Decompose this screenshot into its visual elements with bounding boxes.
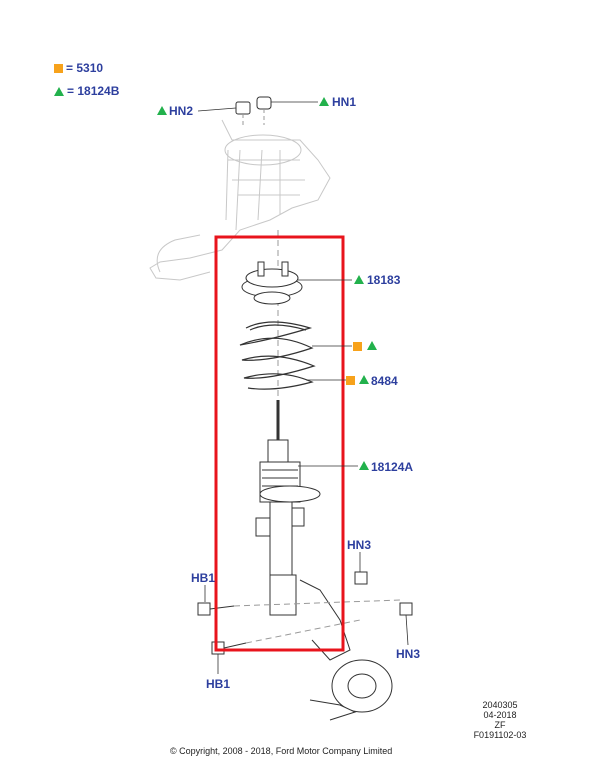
diagram-meta: 2040305 04-2018 ZF F0191102-03 (473, 700, 527, 740)
triangle-icon (54, 87, 64, 97)
callout-hn3-bottom: HN3 (396, 647, 421, 661)
square-icon (54, 64, 63, 74)
vehicle-body-outline (149, 119, 331, 281)
copyright-text: © Copyright, 2008 - 2018, Ford Motor Com… (170, 746, 393, 756)
callout-hn1: HN1 (332, 95, 357, 109)
legend-square: = 5310 (54, 61, 103, 75)
callout-hb1-top: HB1 (191, 571, 216, 585)
callout-18183: 18183 (367, 273, 401, 287)
square-icon (346, 342, 362, 385)
shock-absorber (255, 400, 321, 616)
callout-hn3-top: HN3 (347, 538, 372, 552)
callout-hb1-bottom: HB1 (206, 677, 231, 691)
knuckle-hub (299, 579, 393, 721)
triangle-icon (157, 97, 377, 470)
top-nuts (235, 96, 272, 128)
highlight-box (214, 235, 345, 652)
leader-lines (197, 101, 409, 674)
callout-18124a: 18124A (371, 460, 414, 474)
callout-8484: 8484 (371, 374, 398, 388)
upper-mount (241, 261, 303, 305)
callout-hn2: HN2 (169, 104, 194, 118)
legend-triangle: = 18124B (54, 84, 119, 98)
coil-spring (239, 321, 316, 390)
